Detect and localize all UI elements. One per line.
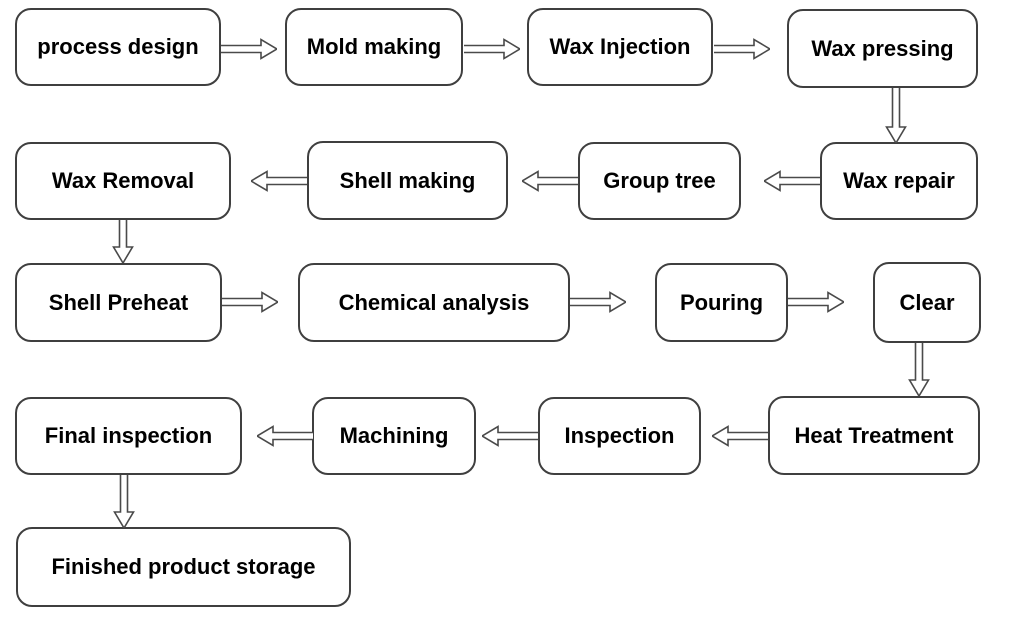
node-heat-treatment: Heat Treatment <box>768 396 980 475</box>
arrow-clear-to-heat-treatment <box>908 343 930 396</box>
node-clear: Clear <box>873 262 981 343</box>
arrow-pouring-to-clear <box>788 291 844 313</box>
arrow-wax-removal-to-shell-preheat <box>112 220 134 263</box>
node-wax-repair: Wax repair <box>820 142 978 220</box>
arrow-heat-treatment-to-inspection <box>712 425 768 447</box>
node-finished-product-storage: Finished product storage <box>16 527 351 607</box>
node-group-tree: Group tree <box>578 142 741 220</box>
node-wax-injection: Wax Injection <box>527 8 713 86</box>
node-machining: Machining <box>312 397 476 475</box>
arrow-shell-making-to-wax-removal <box>251 170 307 192</box>
node-wax-pressing: Wax pressing <box>787 9 978 88</box>
node-chemical-analysis: Chemical analysis <box>298 263 570 342</box>
arrow-final-inspection-to-finished-product-storage <box>113 475 135 528</box>
node-shell-preheat: Shell Preheat <box>15 263 222 342</box>
arrow-group-tree-to-shell-making <box>522 170 578 192</box>
arrow-process-design-to-mold-making <box>221 38 277 60</box>
arrow-inspection-to-machining <box>482 425 538 447</box>
node-pouring: Pouring <box>655 263 788 342</box>
node-inspection: Inspection <box>538 397 701 475</box>
node-final-inspection: Final inspection <box>15 397 242 475</box>
arrow-machining-to-final-inspection <box>257 425 313 447</box>
arrow-chemical-analysis-to-pouring <box>570 291 626 313</box>
node-wax-removal: Wax Removal <box>15 142 231 220</box>
arrow-shell-preheat-to-chemical-analysis <box>222 291 278 313</box>
arrow-wax-injection-to-wax-pressing <box>714 38 770 60</box>
node-mold-making: Mold making <box>285 8 463 86</box>
node-shell-making: Shell making <box>307 141 508 220</box>
arrow-wax-repair-to-group-tree <box>764 170 820 192</box>
arrow-mold-making-to-wax-injection <box>464 38 520 60</box>
arrow-wax-pressing-to-wax-repair <box>885 88 907 143</box>
node-process-design: process design <box>15 8 221 86</box>
